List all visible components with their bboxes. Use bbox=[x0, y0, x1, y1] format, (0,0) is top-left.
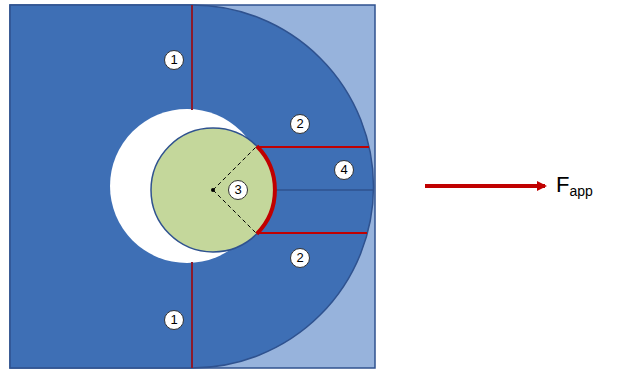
shear-line bbox=[257, 232, 367, 234]
force-arrow bbox=[425, 184, 545, 188]
lug-body bbox=[10, 5, 374, 368]
pin-center bbox=[211, 188, 215, 192]
plate-corner bbox=[10, 5, 375, 368]
section-line bbox=[191, 5, 193, 110]
force-label: Fapp bbox=[556, 172, 593, 204]
pin bbox=[151, 128, 275, 252]
callout-number: 3 bbox=[228, 180, 248, 200]
callout-number: 2 bbox=[290, 248, 310, 268]
tear-line bbox=[275, 189, 373, 191]
section-line bbox=[191, 262, 193, 368]
callout-number: 1 bbox=[164, 50, 184, 70]
callout-number: 2 bbox=[290, 114, 310, 134]
force-subscript: app bbox=[569, 183, 592, 199]
shear-line bbox=[257, 146, 369, 148]
callout-number: 1 bbox=[164, 310, 184, 330]
force-symbol: F bbox=[556, 172, 569, 197]
callout-number: 4 bbox=[334, 160, 354, 180]
bearing-arc bbox=[257, 146, 275, 234]
